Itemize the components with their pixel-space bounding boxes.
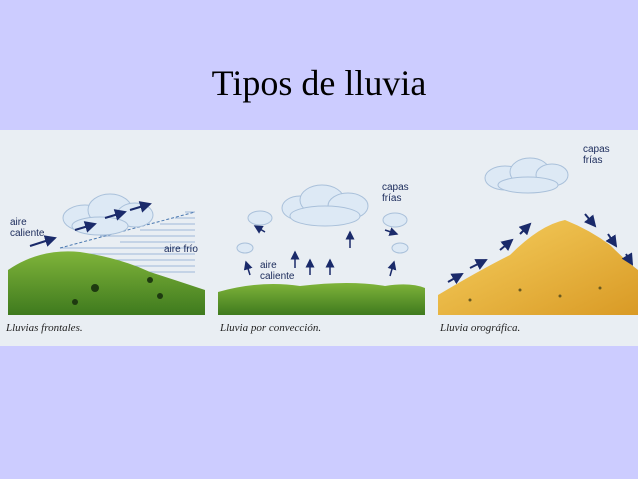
frontal-caption: Lluvias frontales. bbox=[6, 322, 83, 334]
mountain-dots bbox=[468, 286, 602, 302]
slide-title: Tipos de lluvia bbox=[211, 63, 427, 103]
convection-caption: Lluvia por convección. bbox=[220, 322, 322, 334]
illustration-graphics bbox=[8, 157, 638, 315]
mountain bbox=[438, 220, 638, 315]
frontal-arrows bbox=[29, 201, 152, 247]
orographic-cold-layers-label: capas frías bbox=[583, 144, 610, 166]
orographic-arrows bbox=[447, 213, 634, 285]
panel-convection bbox=[218, 184, 425, 315]
convection-arrows bbox=[243, 225, 399, 277]
front-line bbox=[59, 211, 196, 249]
panel-orographic bbox=[438, 157, 638, 315]
frontal-trees bbox=[72, 277, 163, 305]
frontal-warm-air-label: aire caliente bbox=[10, 217, 45, 239]
convection-ground bbox=[218, 283, 425, 315]
panel-frontal bbox=[8, 193, 205, 315]
convection-cold-layers-label: capas frías bbox=[382, 182, 409, 204]
rain-types-illustration: aire caliente aire frío Lluvias frontale… bbox=[0, 130, 638, 346]
orographic-caption: Lluvia orográfica. bbox=[440, 322, 521, 334]
convection-warm-air-label: aire caliente bbox=[260, 260, 295, 282]
convection-clouds bbox=[236, 184, 409, 254]
frontal-hills bbox=[8, 251, 205, 315]
frontal-cold-air-label: aire frío bbox=[164, 244, 198, 255]
orographic-cloud bbox=[484, 157, 569, 194]
